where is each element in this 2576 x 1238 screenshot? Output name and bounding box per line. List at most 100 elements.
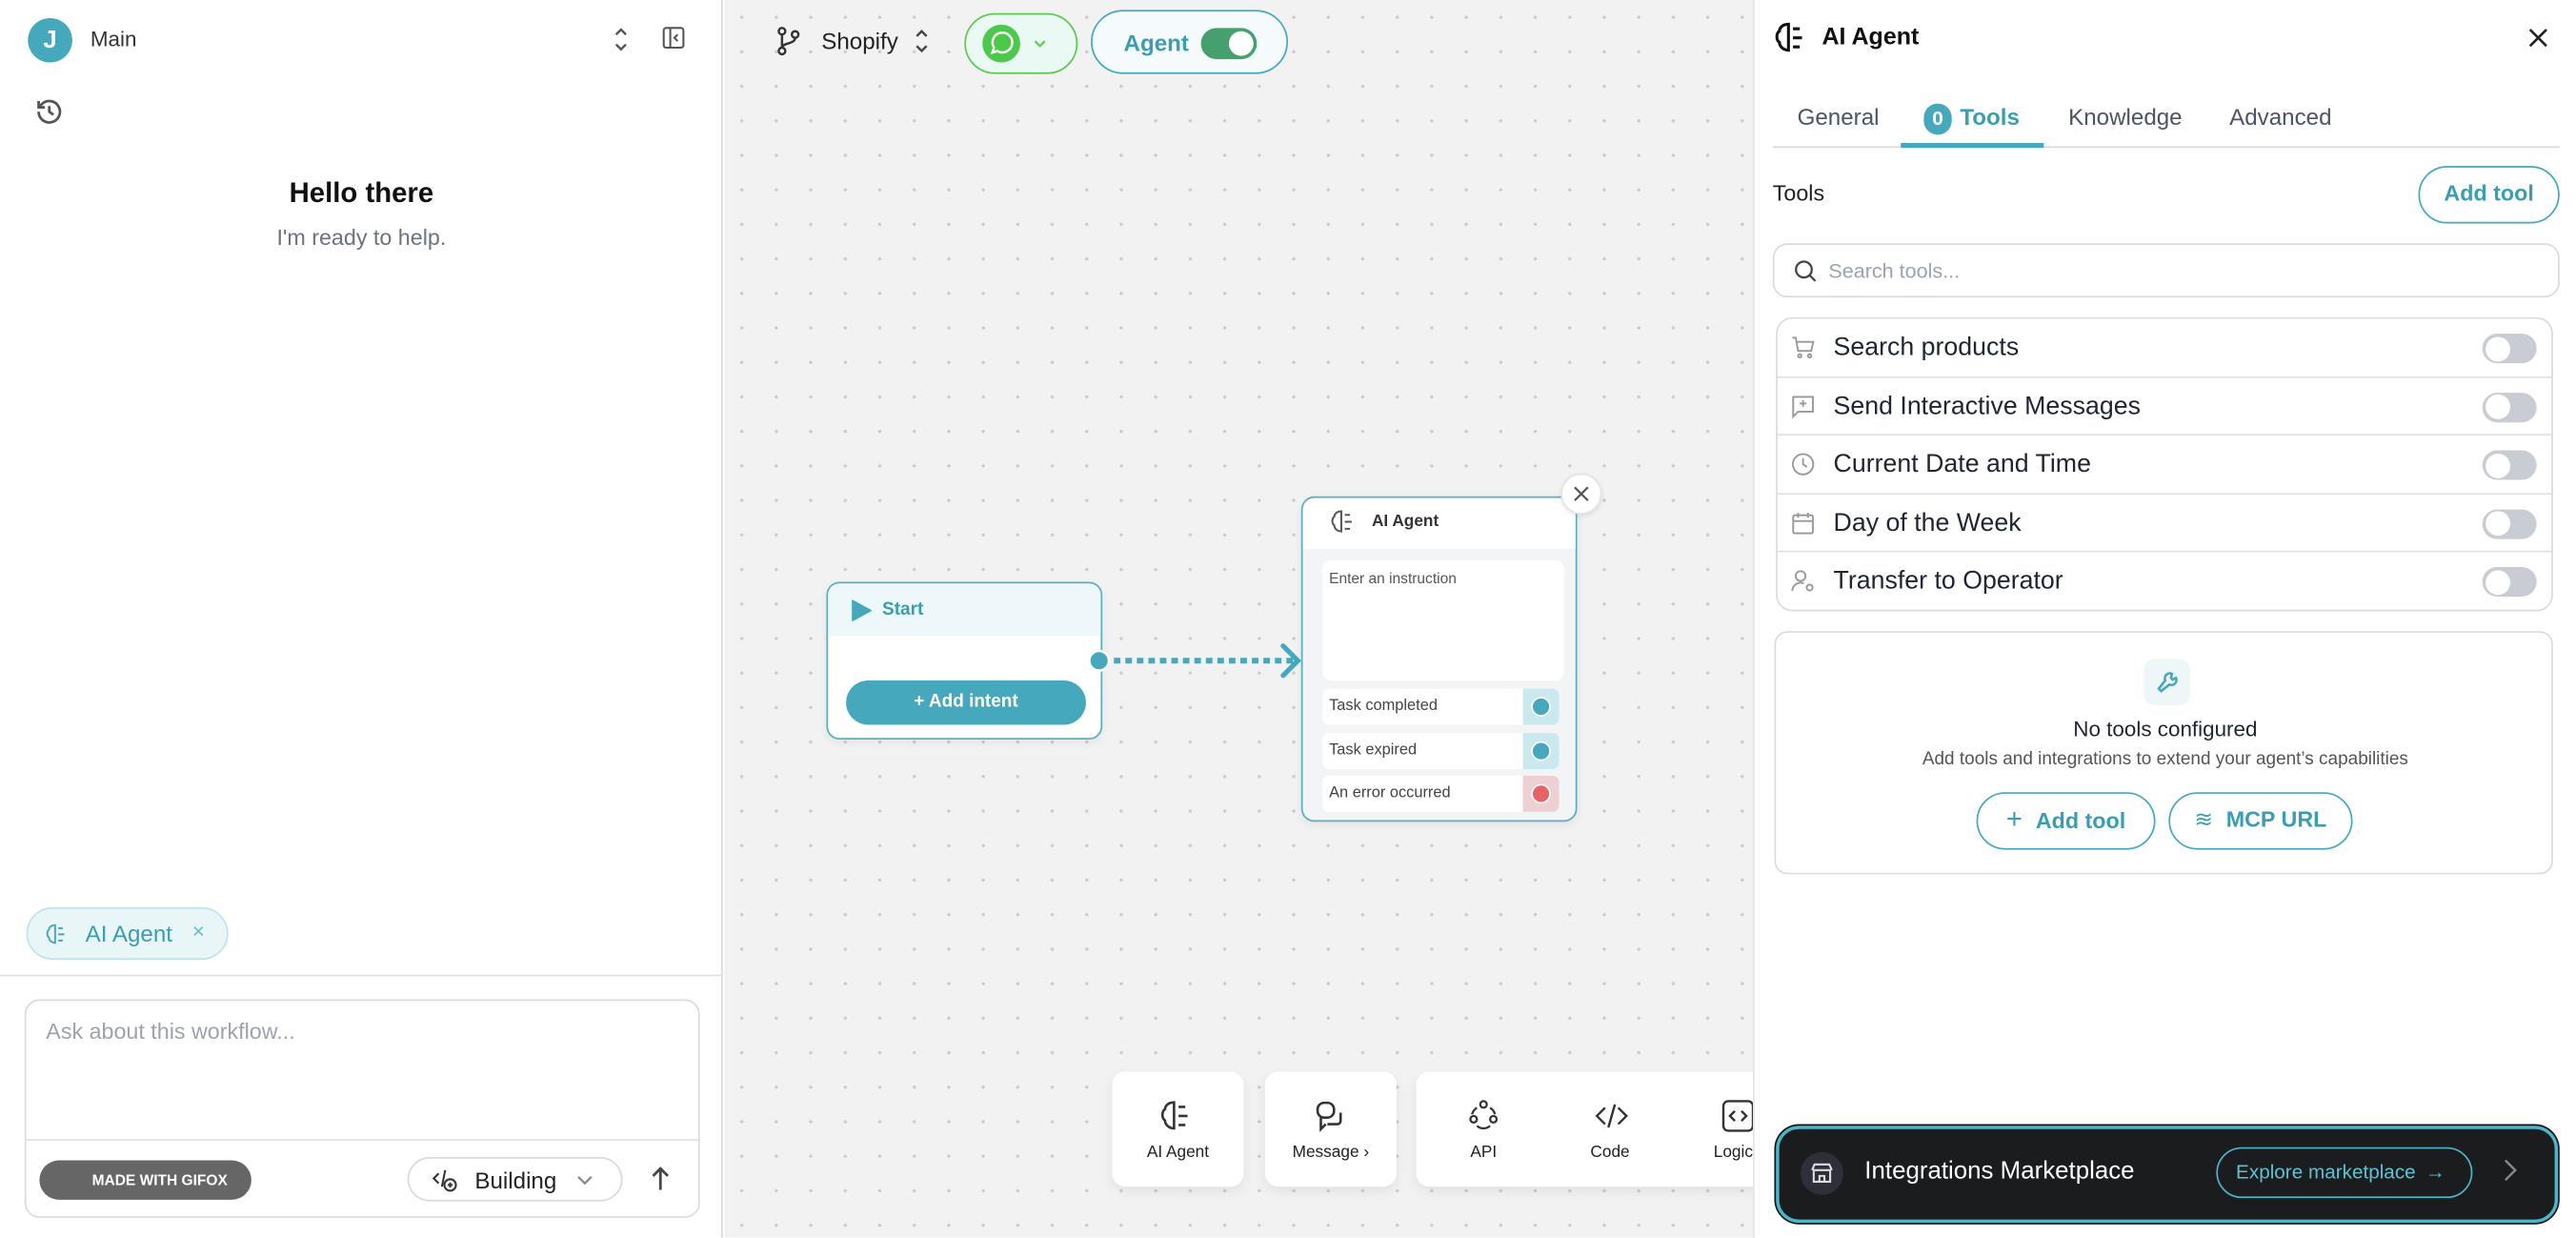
add-tool-button[interactable]: Add tool — [2418, 166, 2560, 224]
tool-label: Current Date and Time — [1833, 450, 2091, 479]
empty-add-tool-button[interactable]: + Add tool — [1976, 792, 2156, 850]
brain-icon — [1158, 1098, 1195, 1134]
tab-tools-label: Tools — [1960, 103, 2020, 131]
mcp-url-button[interactable]: ≋ MCP URL — [2168, 792, 2353, 850]
toolbar-code-label[interactable]: Code — [1590, 1144, 1630, 1163]
empty-state: No tools configured Add tools and integr… — [1774, 631, 2553, 875]
search-tools-input[interactable]: Search tools... — [1772, 243, 2560, 298]
chevron-up-down-icon[interactable] — [912, 27, 932, 56]
tabs-divider — [1772, 146, 2560, 149]
connection-edge[interactable] — [1086, 641, 1308, 684]
tool-row[interactable]: Send Interactive Messages — [1777, 377, 2552, 436]
chevron-right-icon[interactable] — [2504, 1159, 2517, 1182]
whatsapp-icon — [982, 24, 1020, 63]
output-handle[interactable] — [1531, 697, 1551, 717]
close-icon — [1574, 486, 1589, 501]
plus-icon: + — [2005, 803, 2023, 836]
chevron-up-down-icon[interactable] — [612, 25, 632, 54]
wrench-icon — [2143, 659, 2190, 705]
branch-icon — [775, 27, 802, 56]
tool-row[interactable]: Day of the Week — [1777, 495, 2552, 554]
output-task-expired[interactable]: Task expired — [1322, 733, 1560, 770]
toolbar-label: Message › — [1292, 1144, 1370, 1163]
add-intent-button[interactable]: + Add intent — [846, 680, 1086, 725]
add-tool-label: Add tool — [2035, 808, 2126, 834]
play-icon — [851, 599, 872, 623]
mode-select[interactable]: Building — [407, 1157, 623, 1202]
marketplace-banner[interactable]: Integrations Marketplace Explore marketp… — [1776, 1126, 2559, 1224]
toggle-switch[interactable] — [1200, 28, 1258, 60]
close-icon[interactable] — [2526, 27, 2549, 50]
code-icon[interactable] — [1595, 1101, 1628, 1130]
api-icon[interactable] — [1469, 1100, 1499, 1132]
gifox-watermark: MADE WITH GIFOX — [39, 1160, 252, 1200]
tool-toggle[interactable] — [2482, 567, 2537, 598]
arrow-right-icon: → — [2425, 1160, 2445, 1184]
toolbar-ai-agent[interactable]: AI Agent — [1112, 1071, 1244, 1187]
divider — [0, 974, 723, 977]
section-label: Tools — [1772, 180, 1825, 206]
output-handle[interactable] — [1531, 783, 1551, 804]
empty-title: No tools configured — [2073, 716, 2258, 741]
close-icon[interactable]: × — [191, 918, 205, 944]
toolbar-logic-label[interactable]: Logic — [1713, 1144, 1753, 1163]
output-handle[interactable] — [1531, 741, 1551, 761]
tool-toggle[interactable] — [2482, 334, 2537, 364]
tool-label: Day of the Week — [1833, 509, 2022, 538]
chat-input[interactable]: Ask about this workflow... — [46, 1019, 295, 1045]
sidebar-collapse-icon[interactable] — [662, 27, 685, 50]
empty-subtitle: Add tools and integrations to extend you… — [1922, 749, 2408, 770]
tool-label: Transfer to Operator — [1833, 567, 2063, 596]
brain-icon — [1773, 20, 1809, 56]
output-label: Task completed — [1329, 697, 1438, 716]
branch-select[interactable]: Shopify — [821, 28, 898, 54]
start-node-header — [828, 583, 1101, 637]
toolbar-label: AI Agent — [1146, 1144, 1210, 1163]
instruction-input[interactable]: Enter an instruction — [1322, 560, 1564, 680]
tab-general[interactable]: General — [1797, 103, 1880, 131]
assistant-panel: J Main Hello there I'm ready to help. AI… — [0, 0, 723, 1238]
agent-node-title: AI Agent — [1371, 513, 1439, 532]
agent-toggle[interactable]: Agent — [1091, 10, 1289, 74]
greeting-title: Hello there — [289, 177, 434, 210]
tool-toggle[interactable] — [2482, 450, 2537, 480]
delete-node-button[interactable] — [1560, 473, 1602, 515]
calendar-icon — [1791, 511, 1816, 536]
explore-marketplace-button[interactable]: Explore marketplace→ — [2216, 1147, 2473, 1199]
search-placeholder: Search tools... — [1828, 259, 1961, 283]
toolbar-message[interactable]: Message › — [1264, 1071, 1397, 1187]
mcp-icon: ≋ — [2194, 806, 2213, 832]
tool-row[interactable]: Search products — [1777, 319, 2552, 377]
search-icon — [1794, 259, 1817, 282]
tool-row[interactable]: Current Date and Time — [1777, 436, 2552, 495]
chevron-down-icon — [576, 1173, 593, 1187]
chat-composer: Ask about this workflow... MADE WITH GIF… — [24, 999, 700, 1218]
logic-icon[interactable] — [1721, 1100, 1754, 1132]
toolbar-api-label[interactable]: API — [1470, 1144, 1498, 1163]
tab-advanced[interactable]: Advanced — [2229, 103, 2332, 131]
output-task-completed[interactable]: Task completed — [1322, 688, 1560, 725]
history-icon[interactable] — [34, 97, 64, 127]
toolbar-group: API Code Logic — [1416, 1071, 1754, 1187]
chevron-down-icon — [1034, 39, 1047, 49]
output-label: Task expired — [1329, 741, 1418, 760]
ai-agent-node[interactable]: AI Agent Enter an instruction Task compl… — [1300, 496, 1578, 822]
output-error[interactable]: An error occurred — [1322, 775, 1560, 812]
brain-icon — [45, 922, 70, 946]
workspace-name[interactable]: Main — [90, 26, 137, 51]
avatar[interactable]: J — [28, 17, 72, 63]
workflow-canvas[interactable]: Shopify Agent Start + Add intent AI Agen… — [724, 0, 1754, 1238]
brain-icon — [1329, 508, 1357, 536]
tool-row[interactable]: Transfer to Operator — [1778, 553, 2551, 610]
channel-select[interactable] — [964, 12, 1078, 74]
tab-knowledge[interactable]: Knowledge — [2068, 103, 2183, 131]
tool-toggle[interactable] — [2482, 392, 2537, 422]
context-chip[interactable]: AI Agent × — [26, 906, 229, 961]
composer-divider — [26, 1139, 698, 1141]
send-arrow-icon[interactable] — [651, 1166, 671, 1192]
start-node[interactable]: Start + Add intent — [826, 581, 1103, 741]
mcp-url-label: MCP URL — [2225, 806, 2327, 832]
tool-toggle[interactable] — [2482, 509, 2537, 539]
